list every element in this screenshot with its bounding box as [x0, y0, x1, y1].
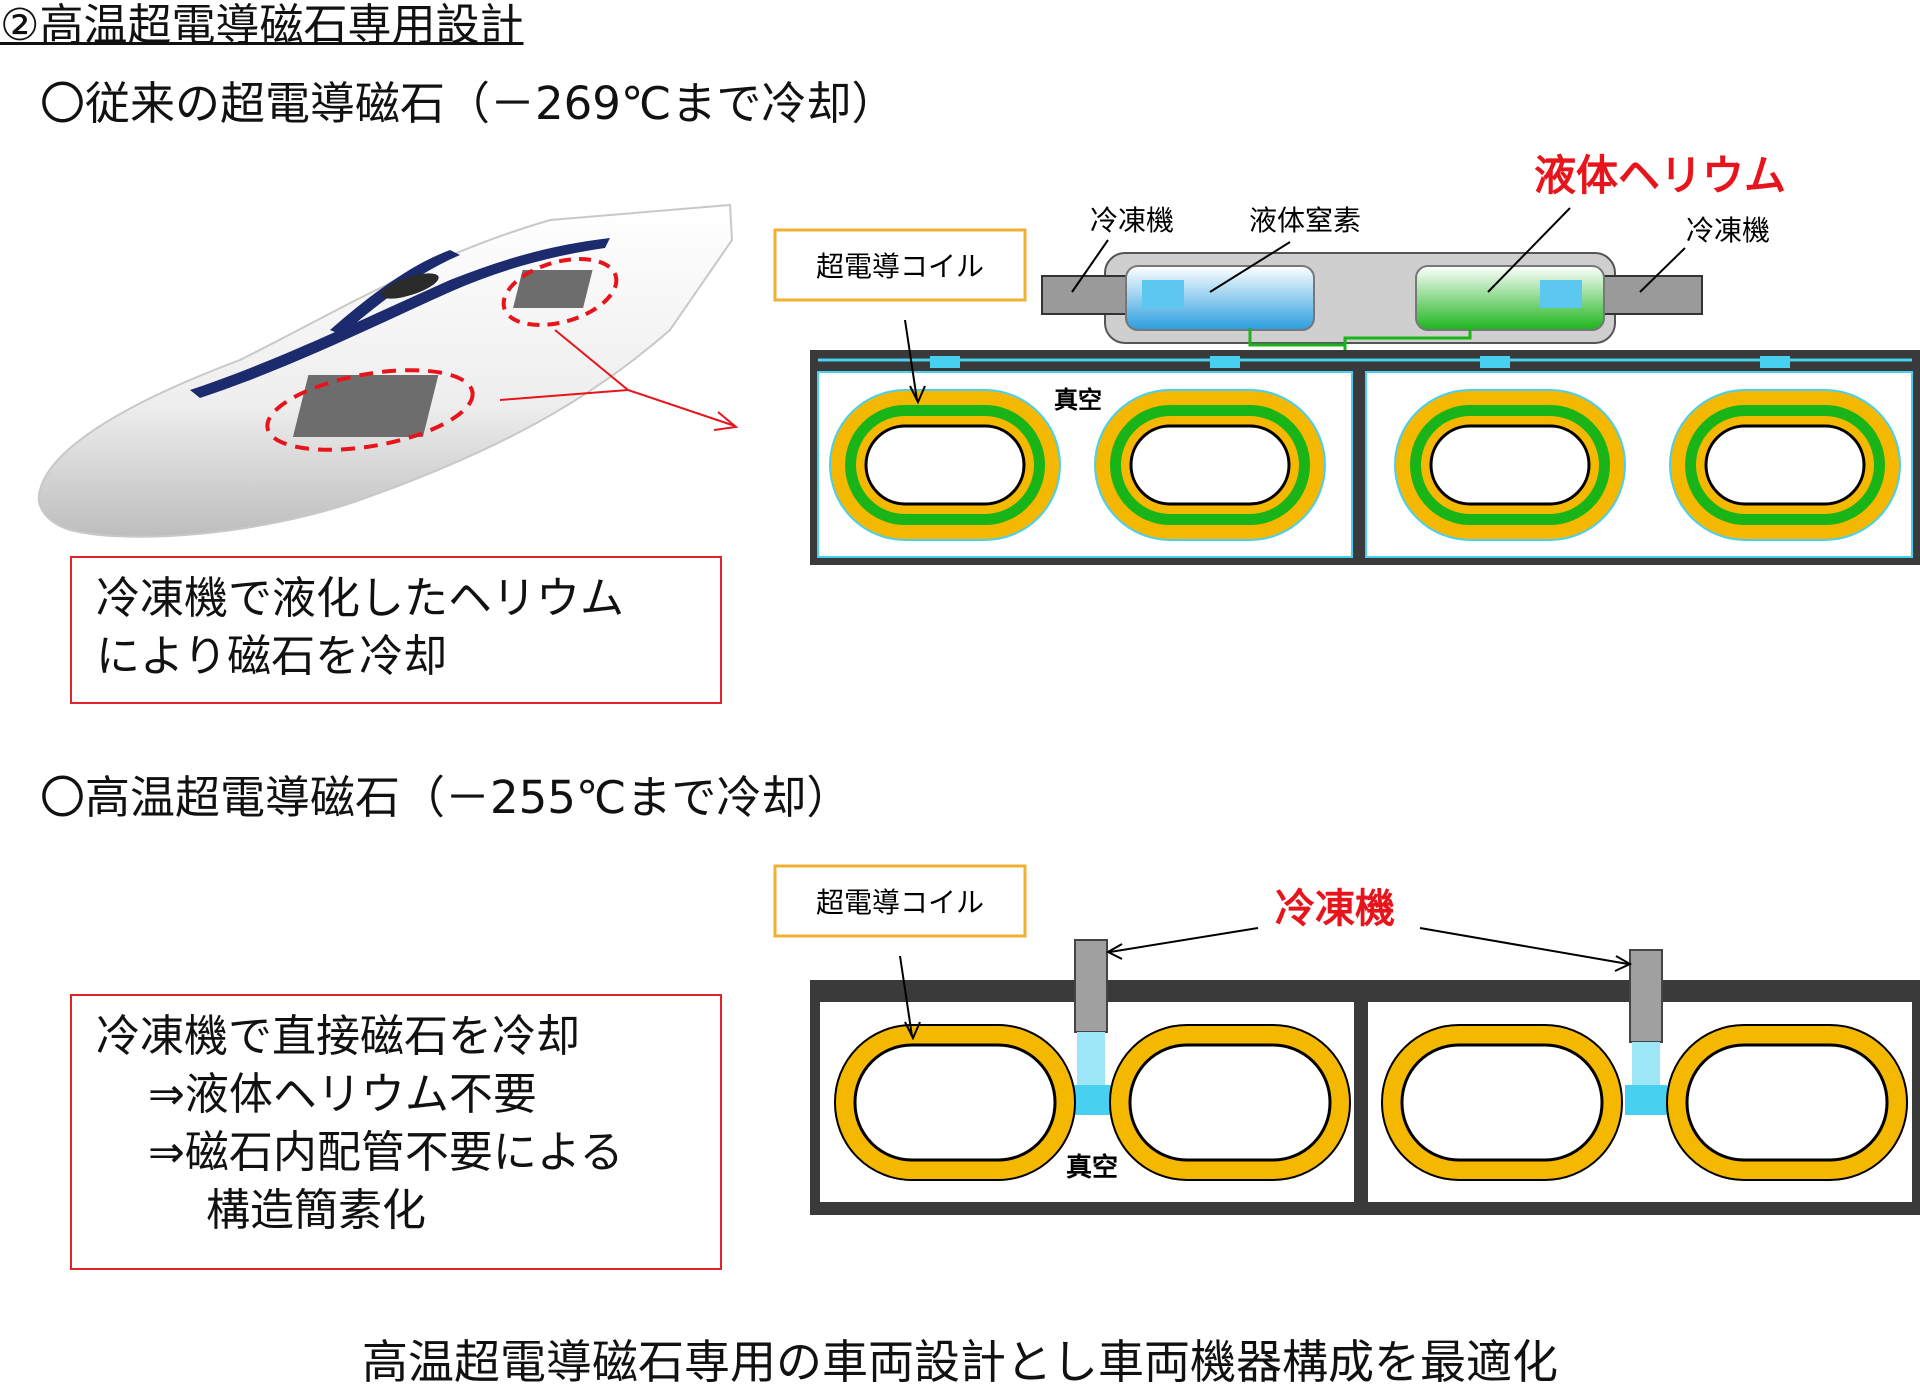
- coil-3: [1381, 1024, 1623, 1181]
- page-title: ②高温超電導磁石専用設計: [0, 0, 524, 51]
- note-line: ⇒磁石内配管不要による: [148, 1127, 624, 1178]
- note-line: により磁石を冷却: [96, 631, 448, 682]
- maglev-train-illustration: [37, 203, 739, 538]
- coil-3: [1394, 389, 1626, 541]
- magnet-highlight-front: [265, 368, 475, 452]
- coil-2: [1109, 1024, 1351, 1181]
- coil-4: [1666, 1024, 1908, 1181]
- refrigerator-right-label: 冷凍機: [1686, 214, 1770, 247]
- refrigerator-label: 冷凍機: [1275, 886, 1395, 932]
- coil-label: 超電導コイル: [816, 250, 984, 283]
- vacuum-label: 真空: [1066, 1152, 1118, 1183]
- coil-1: [834, 1024, 1076, 1181]
- callout-arrow: [627, 389, 736, 427]
- note-box-hts: 冷凍機で直接磁石を冷却 ⇒液体ヘリウム不要 ⇒磁石内配管不要による 構造簡素化: [70, 994, 722, 1270]
- liquid-helium-label: 液体ヘリウム: [1534, 151, 1786, 200]
- hts-magnet-diagram: 超電導コイル 冷凍機 真空: [773, 864, 1920, 1215]
- section-heading-conventional: 〇従来の超電導磁石（－269℃まで冷却）: [40, 77, 897, 130]
- note-line: ⇒液体ヘリウム不要: [148, 1069, 537, 1120]
- magnet-panel-rear: [513, 270, 593, 308]
- coil-4: [1669, 389, 1901, 541]
- note-line: 冷凍機で直接磁石を冷却: [96, 1011, 580, 1062]
- note-line: 冷凍機で液化したヘリウム: [96, 573, 624, 624]
- coil-label-box: [773, 228, 1027, 302]
- conventional-magnet-diagram: 超電導コイル 冷凍機 液体窒素 冷凍機 液体ヘリウム 真空: [773, 151, 1920, 565]
- refrigerator-right: [1629, 949, 1663, 1043]
- section-heading-hts: 〇高温超電導磁石（－255℃まで冷却）: [40, 771, 852, 824]
- train-stripe: [190, 238, 610, 398]
- refrigerator-left-label: 冷凍機: [1090, 204, 1174, 237]
- coil-label: 超電導コイル: [816, 886, 984, 919]
- coil-label-box: [773, 864, 1027, 938]
- note-line: 構造簡素化: [206, 1185, 426, 1236]
- magnet-panel-front: [292, 375, 439, 437]
- liquid-nitrogen-label: 液体窒素: [1249, 204, 1361, 237]
- train-window: [381, 273, 439, 299]
- coil-1: [829, 389, 1061, 541]
- magnet-highlight-rear: [501, 257, 619, 327]
- note-box-conventional: 冷凍機で液化したヘリウム により磁石を冷却: [70, 556, 722, 704]
- footer-conclusion: 高温超電導磁石専用の車両設計とし車両機器構成を最適化: [362, 1335, 1558, 1389]
- coil-2: [1094, 389, 1326, 541]
- cold-head-left: [1070, 1085, 1112, 1115]
- refrigerator-left: [1074, 939, 1108, 1033]
- cold-head-right: [1625, 1085, 1667, 1115]
- vacuum-label: 真空: [1054, 386, 1102, 414]
